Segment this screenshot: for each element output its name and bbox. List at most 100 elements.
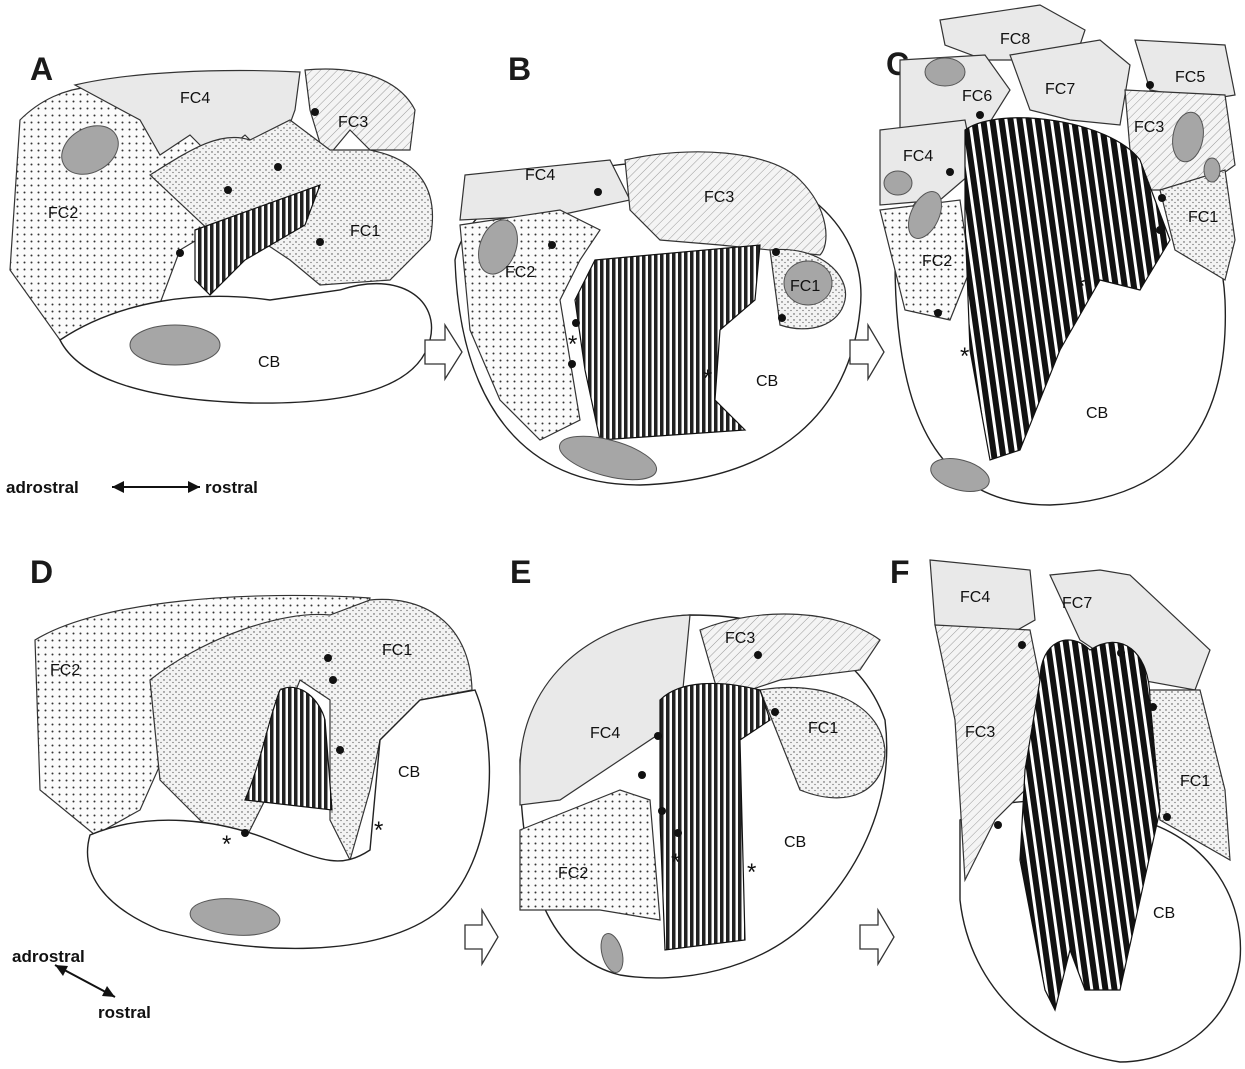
blob	[600, 933, 624, 973]
knots	[638, 651, 779, 837]
region-label: FC3	[704, 189, 734, 206]
tentacle-shaft	[574, 244, 761, 441]
panel-f: F FC4 FC7 FC3 FC1 CB	[890, 554, 1242, 1063]
direction-indicator-diagonal: adrostral rostral	[12, 947, 151, 1022]
asterisk-marker: *	[568, 331, 577, 358]
blob	[129, 324, 221, 366]
region-label: FC2	[50, 662, 80, 679]
region-label: CB	[784, 834, 806, 851]
panel-letter: B	[508, 51, 531, 87]
region-label: FC2	[48, 205, 78, 222]
fc1-region	[759, 686, 886, 799]
panel-e: E FC3 FC4 FC1 FC2 CB * *	[510, 554, 888, 979]
panel-a: A FC4 FC3 FC2 FC1 CB	[9, 51, 434, 404]
direction-right-label: rostral	[205, 478, 258, 497]
fc7-region	[1009, 39, 1131, 126]
region-label: FC4	[590, 725, 620, 742]
blob	[558, 435, 658, 481]
panel-b: B FC4 FC3 FC2 FC1 CB * *	[454, 51, 862, 486]
fc7-region	[1049, 569, 1211, 691]
knots	[241, 654, 344, 837]
blob	[189, 898, 281, 936]
progression-arrow-icon	[849, 322, 885, 382]
asterisk-marker: *	[1076, 273, 1085, 300]
region-label: FC8	[1000, 31, 1030, 48]
region-label: FC6	[962, 88, 992, 105]
blob	[1203, 157, 1221, 183]
blob	[930, 458, 990, 492]
cb-region	[86, 689, 491, 950]
panel-letter: E	[510, 554, 531, 590]
knots	[994, 641, 1171, 829]
region-label: FC7	[1045, 81, 1075, 98]
region-label: FC1	[790, 278, 820, 295]
blob	[783, 260, 833, 306]
region-label: FC1	[808, 720, 838, 737]
tentacle-shaft	[244, 686, 333, 811]
progression-arrow-icon	[859, 907, 895, 967]
blob	[478, 219, 518, 275]
blob	[61, 125, 119, 175]
panel-letter: A	[30, 51, 53, 87]
region-label: FC3	[725, 630, 755, 647]
region-label: FC2	[558, 865, 588, 882]
direction-top-label: adrostral	[12, 947, 85, 966]
direction-indicator: adrostral rostral	[6, 478, 258, 497]
region-label: FC3	[338, 114, 368, 131]
asterisk-marker: *	[222, 831, 231, 858]
blob	[1172, 111, 1204, 163]
region-label: FC3	[965, 724, 995, 741]
region-label: FC7	[1062, 595, 1092, 612]
region-label: FC5	[1175, 69, 1205, 86]
region-label: FC2	[922, 253, 952, 270]
region-label: CB	[398, 764, 420, 781]
direction-left-label: adrostral	[6, 478, 79, 497]
fc3-region	[304, 68, 416, 162]
tentacle-shaft	[1019, 639, 1161, 1012]
panel-letter: F	[890, 554, 910, 590]
region-label: FC1	[382, 642, 412, 659]
fc3-region	[699, 613, 881, 701]
tentacle-shaft	[964, 117, 1171, 461]
arrowhead-right-icon	[188, 481, 200, 493]
knots	[934, 81, 1166, 317]
panel-d: D FC2 FC1 CB * *	[30, 554, 491, 950]
progression-arrow-icon	[464, 907, 499, 967]
region-label: FC1	[1180, 773, 1210, 790]
region-label: FC2	[505, 264, 535, 281]
knots	[176, 108, 324, 257]
direction-bottom-label: rostral	[98, 1003, 151, 1022]
region-label: FC3	[1134, 119, 1164, 136]
fc3-region	[624, 151, 827, 256]
blob	[883, 170, 913, 196]
fc4-region	[459, 159, 631, 221]
blob	[924, 57, 966, 87]
knots	[548, 188, 786, 368]
region-label: FC4	[960, 589, 990, 606]
fc2-region	[519, 789, 661, 921]
region-label: FC4	[903, 148, 933, 165]
asterisk-marker: *	[703, 365, 712, 392]
region-label: CB	[258, 354, 280, 371]
arrowhead-left-icon	[112, 481, 124, 493]
fc3-region	[934, 624, 1041, 883]
region-label: FC1	[350, 223, 380, 240]
region-label: CB	[1153, 905, 1175, 922]
tentacle-shaft	[194, 183, 322, 296]
region-label: CB	[756, 373, 778, 390]
asterisk-marker: *	[960, 343, 969, 370]
asterisk-marker: *	[747, 859, 756, 886]
panel-c: C FC8 FC5 FC6 FC7 FC3 FC4 FC1 FC2 CB * *	[879, 4, 1236, 506]
asterisk-marker: *	[374, 817, 383, 844]
asterisk-marker: *	[671, 849, 680, 876]
panel-letter: D	[30, 554, 53, 590]
arrowhead-up-left-icon	[55, 965, 68, 976]
region-label: FC4	[180, 90, 210, 107]
arrowhead-down-right-icon	[102, 986, 115, 997]
region-label: FC1	[1188, 209, 1218, 226]
region-label: FC4	[525, 167, 555, 184]
fc2-region	[879, 199, 971, 321]
tentacle-shaft	[659, 682, 771, 951]
region-label: CB	[1086, 405, 1108, 422]
